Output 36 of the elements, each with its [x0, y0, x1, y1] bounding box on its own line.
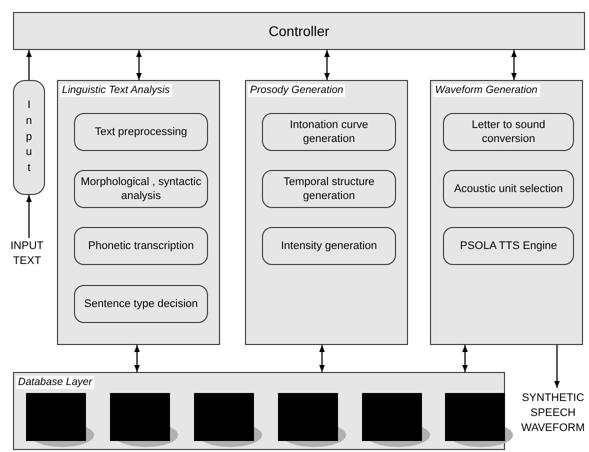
process-box: Temporal structure generation	[262, 170, 396, 208]
process-box: Letter to sound conversion	[443, 113, 574, 151]
process-box: Sentence type decision	[74, 285, 208, 323]
module-panel	[57, 80, 220, 345]
arrow	[136, 50, 142, 80]
panel-title: Waveform Generation	[433, 84, 540, 97]
process-box: Intensity generation	[262, 227, 396, 265]
process-box: Intonation curve generation	[262, 113, 396, 151]
database-block	[362, 393, 430, 447]
database-block	[194, 393, 262, 447]
database-block	[278, 393, 346, 447]
process-box: Acoustic unit selection	[443, 170, 574, 208]
process-box: Text preprocessing	[74, 113, 208, 151]
arrow	[511, 50, 517, 80]
panel-title: Database Layer	[16, 376, 94, 389]
arrow	[26, 50, 32, 80]
process-box: PSOLA TTS Engine	[443, 227, 574, 265]
process-box: Morphological , syntactic analysis	[74, 170, 208, 208]
io-label: SYNTHETIC SPEECH WAVEFORM	[518, 388, 588, 438]
arrow	[134, 345, 140, 372]
arrow	[324, 50, 330, 80]
io-label: INPUT TEXT	[2, 238, 52, 270]
input-box: Input	[13, 80, 45, 195]
arrow	[554, 345, 560, 388]
module-panel	[245, 80, 408, 345]
database-block	[445, 393, 513, 447]
module-panel	[430, 80, 583, 345]
process-box: Phonetic transcription	[74, 227, 208, 265]
controller-box: Controller	[13, 12, 585, 50]
arrow	[319, 345, 325, 372]
panel-title: Prosody Generation	[248, 84, 346, 97]
database-block	[26, 393, 94, 447]
database-block	[110, 393, 178, 447]
arrow	[26, 195, 32, 238]
panel-title: Linguistic Text Analysis	[60, 84, 172, 97]
arrow	[462, 345, 468, 372]
